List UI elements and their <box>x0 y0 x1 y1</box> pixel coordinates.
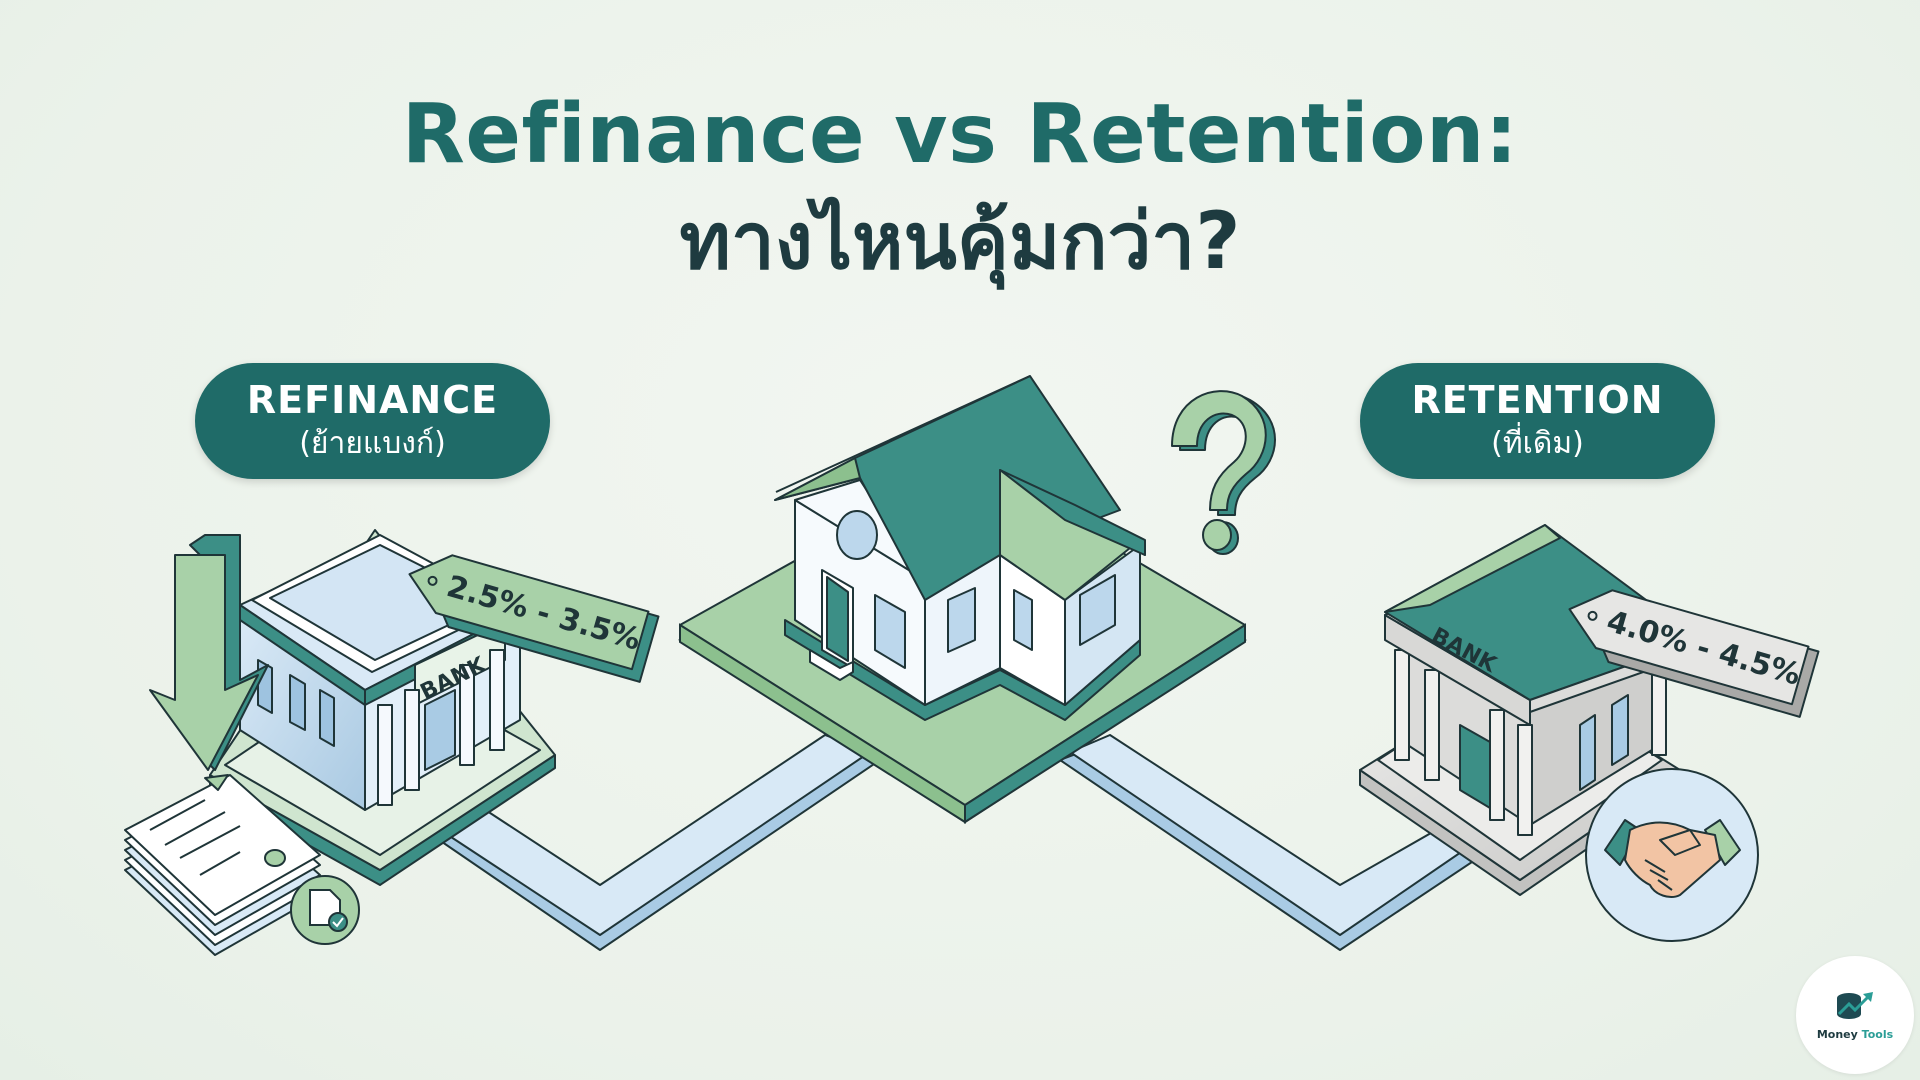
refinance-label-th: (ย้ายแบงก์) <box>299 425 446 461</box>
refinance-rate-tag <box>408 554 660 683</box>
retention-rate-tag <box>1568 589 1820 718</box>
question-mark-icon <box>1171 390 1276 555</box>
retention-label-th: (ที่เดิม) <box>1491 425 1584 461</box>
page-subtitle: ทางไหนคุ้มกว่า? <box>679 197 1241 287</box>
approved-document-icon <box>290 875 360 945</box>
refinance-label-pill: REFINANCE (ย้ายแบงก์) <box>195 363 550 479</box>
retention-label-pill: RETENTION (ที่เดิม) <box>1360 363 1715 479</box>
brand-name-part1: Money <box>1816 1027 1858 1041</box>
document-stack-icon <box>124 774 321 956</box>
money-tools-logo: Money Tools <box>1796 956 1914 1074</box>
brand-name-part2: Tools <box>1861 1027 1894 1041</box>
refinance-label: REFINANCE <box>246 378 499 423</box>
house-icon <box>774 375 1146 721</box>
retention-label: RETENTION <box>1411 378 1664 423</box>
page-title: Refinance vs Retention: <box>401 87 1519 182</box>
down-arrow-icon <box>149 534 269 771</box>
handshake-icon <box>1585 768 1759 942</box>
coin-stack-growth-icon <box>1837 991 1873 1019</box>
brand-name: Money Tools <box>1817 1028 1893 1041</box>
